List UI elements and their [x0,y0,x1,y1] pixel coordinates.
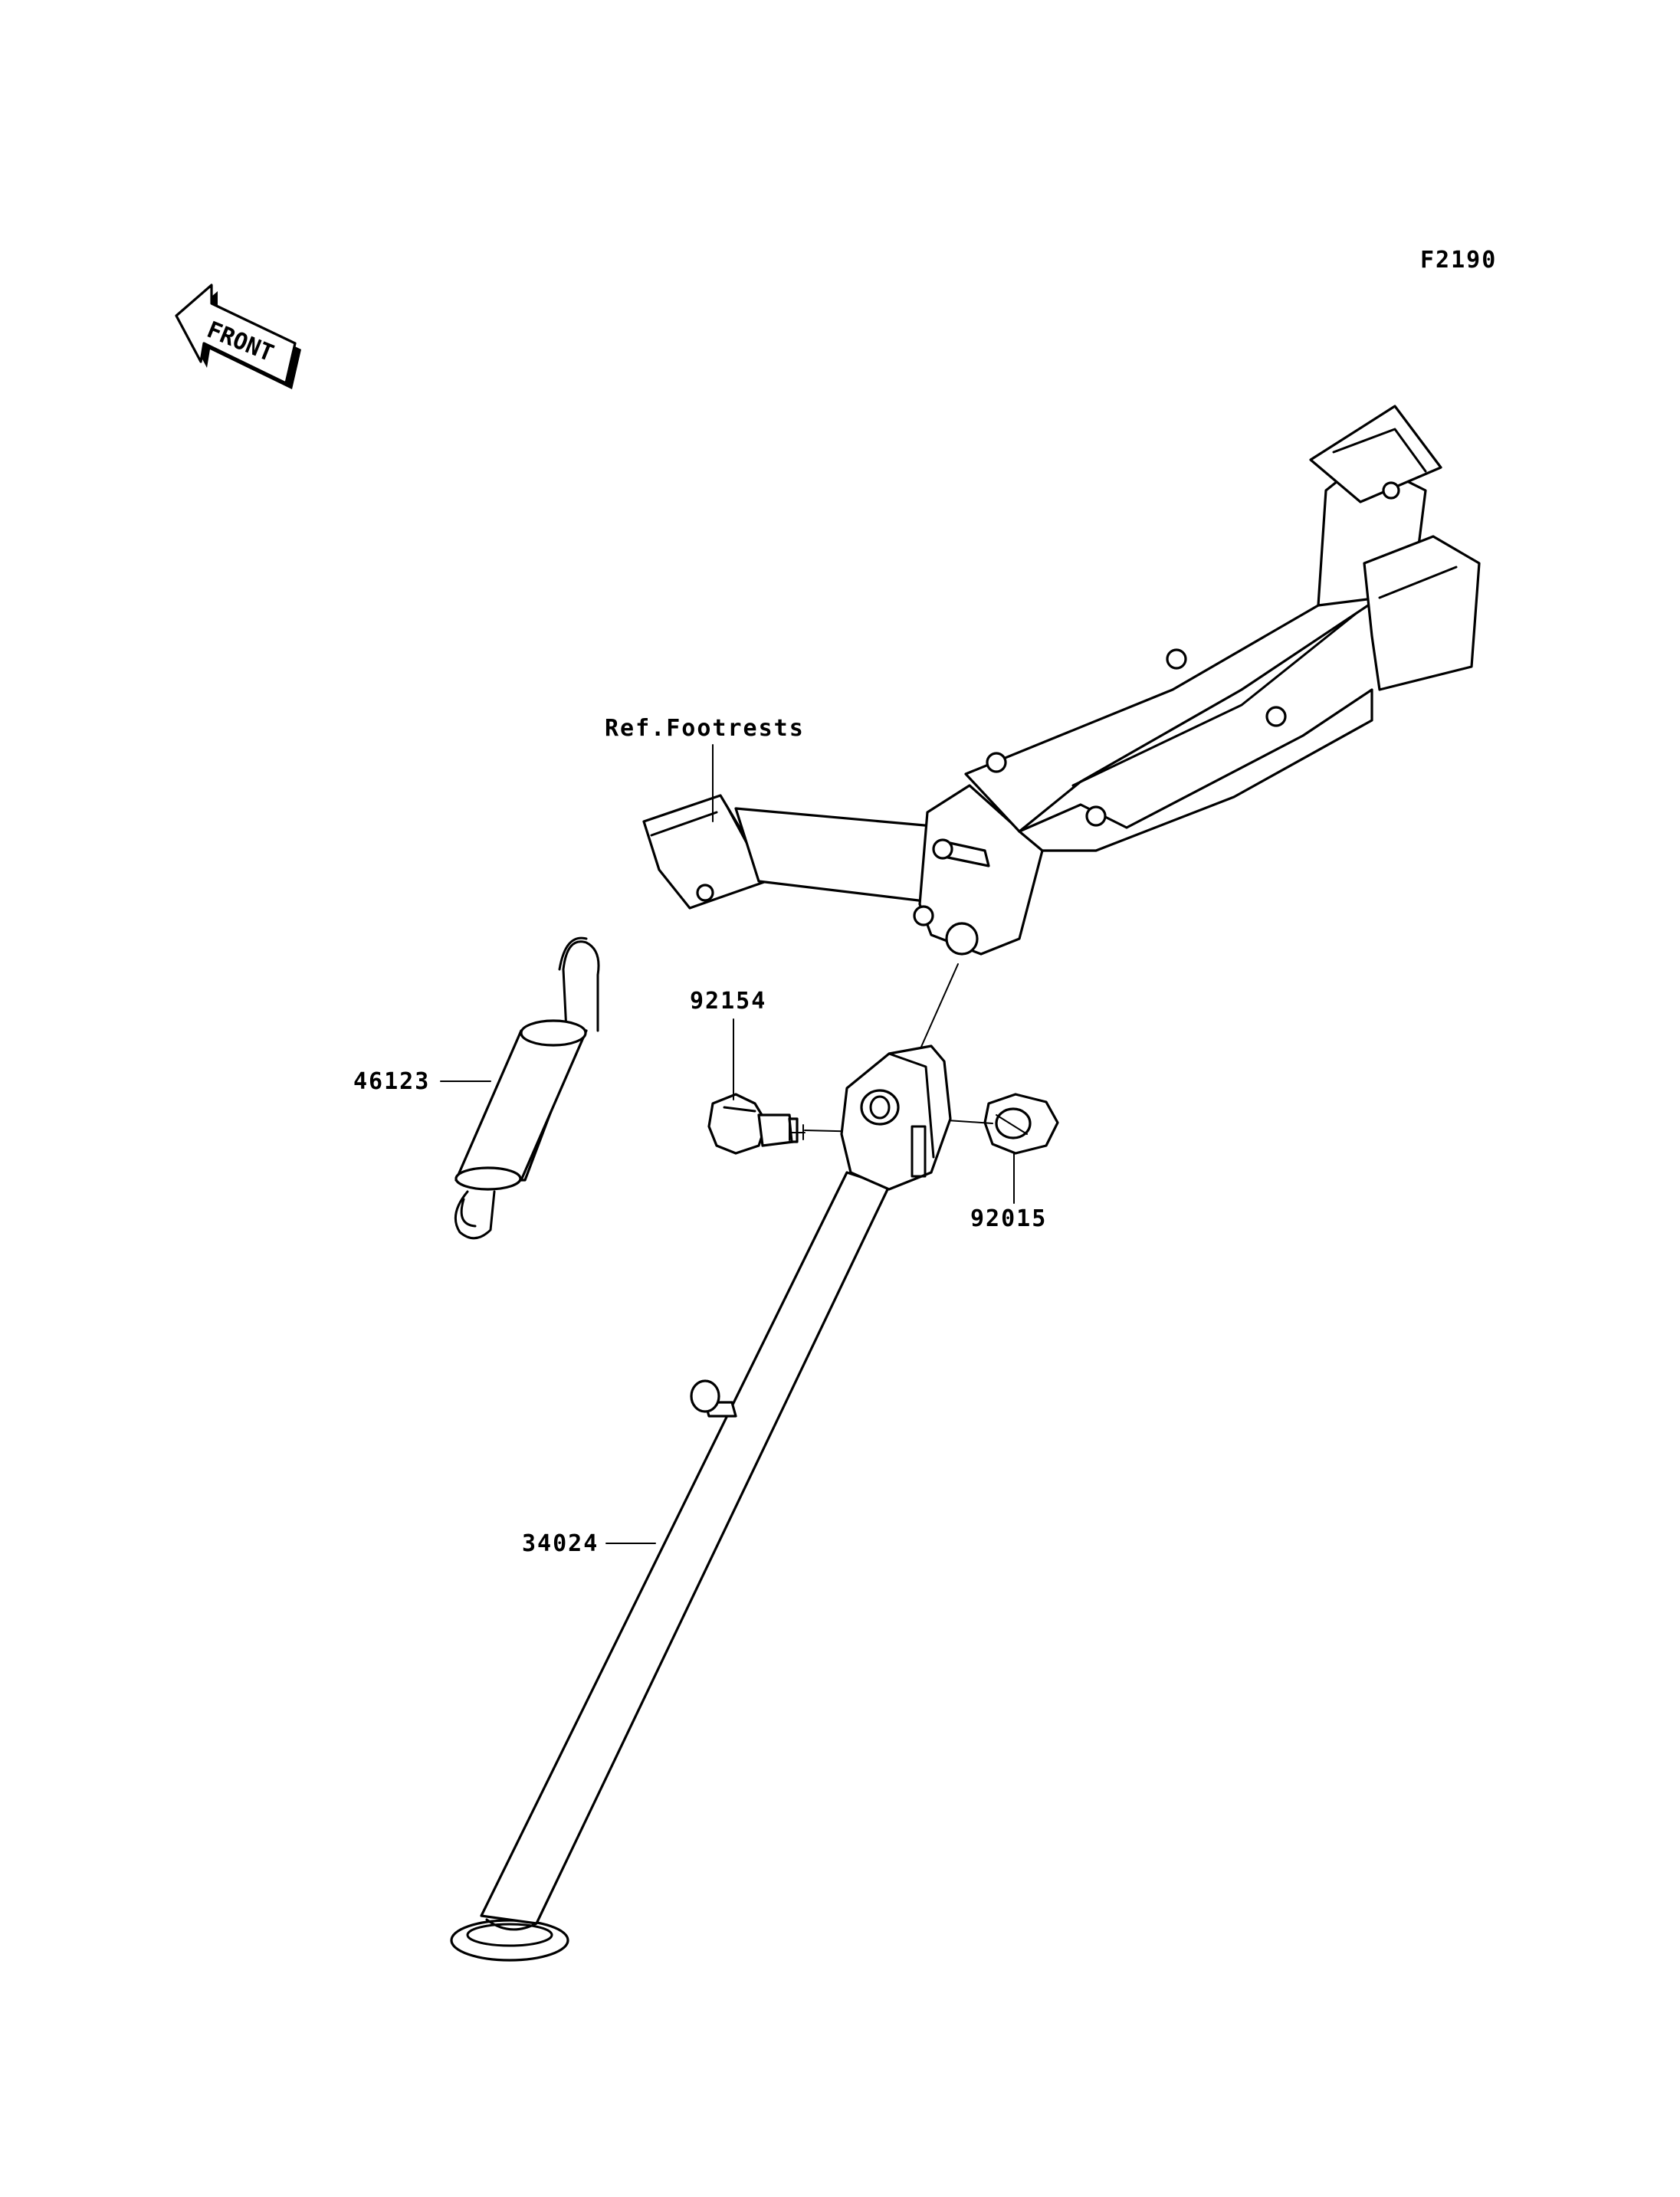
figure-code: F2190 [1420,247,1497,274]
front-arrow-icon: FRONT [175,284,301,389]
bolt-part-number: 92154 [690,988,766,1015]
spring-drawing [454,936,600,1240]
nut-drawing [983,1093,1059,1155]
stand-part-number: 34024 [522,1530,599,1557]
side-stand-drawing [450,1044,952,1962]
nut-part-number: 92015 [970,1205,1047,1232]
footrest-bracket-drawing [642,405,1481,956]
nut-axis-line [947,1120,993,1124]
reference-footrests-label: Ref.Footrests [605,715,805,742]
spring-part-number: 46123 [353,1068,430,1095]
pivot-axis-line [917,963,959,1054]
bolt-drawing [707,1093,806,1155]
